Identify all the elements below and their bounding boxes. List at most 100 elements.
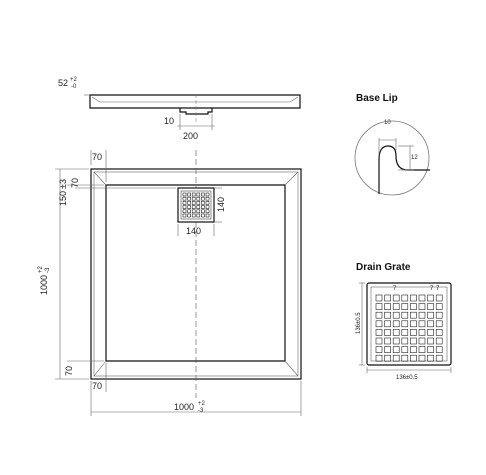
profile-drain-width: 200 — [183, 131, 198, 141]
grate-slot — [384, 294, 391, 302]
plan-grate-hole — [187, 213, 191, 218]
profile-thickness-value: 52 — [58, 78, 68, 88]
plan-grate-hole — [187, 205, 191, 209]
plan-grate-hole — [205, 192, 210, 197]
plan-grate-hole — [187, 201, 191, 205]
grate-slot — [401, 294, 409, 302]
plan-grate-hole — [196, 192, 201, 197]
plan-drain-inner-top: 70 — [70, 178, 80, 188]
plan-grate-hole — [191, 201, 196, 205]
grate-slot-grid — [375, 294, 443, 362]
grate-slot — [427, 354, 434, 362]
plan-height-tol-top: +2 — [38, 265, 44, 273]
profile-thickness-tol-bottom: -0 — [71, 84, 77, 90]
grate-slot — [375, 337, 383, 345]
tray-profile-outline — [89, 94, 301, 109]
plan-grate-hole — [205, 209, 210, 214]
grate-slot — [375, 329, 383, 336]
plan-border-bottom: 70 — [92, 381, 102, 391]
grate-width-label: 136±0.5 — [396, 375, 418, 381]
base-lip-title: Base Lip — [356, 93, 398, 104]
grate-slot — [375, 346, 383, 353]
plan-drain-inner — [180, 190, 212, 220]
grate-slot — [418, 346, 426, 353]
plan-grate-hole — [191, 192, 196, 197]
grate-slot — [392, 303, 400, 310]
grate-slot — [410, 329, 417, 336]
plan-drain-size-horizontal: 140 — [186, 226, 201, 236]
plan-grate-hole — [187, 209, 191, 214]
plan-grate-hole — [196, 213, 201, 218]
grate-slot — [384, 303, 391, 310]
grate-slot — [435, 294, 443, 302]
grate-slot — [384, 337, 391, 345]
base-lip-detail-circle — [354, 120, 430, 196]
grate-slot — [375, 294, 383, 302]
grate-slot — [392, 294, 400, 302]
grate-slot — [401, 311, 409, 319]
grate-slot — [410, 346, 417, 353]
drain-grate-detail: Drain Grate 7 7 7 136±0.5 136±0.5 — [356, 262, 452, 381]
base-lip-dim-top: 10 — [384, 120, 391, 126]
base-lip-profile — [378, 145, 430, 194]
grate-slot — [401, 320, 409, 328]
plan-height-value: 1000 — [39, 275, 49, 295]
grate-slot — [418, 320, 426, 328]
plan-border-top: 70 — [92, 152, 102, 162]
grate-slot — [427, 303, 434, 310]
grate-slot — [401, 329, 409, 336]
plan-grate-hole — [182, 201, 187, 205]
plan-height-tol-bottom: -3 — [45, 267, 51, 273]
plan-width-tol-bottom: -3 — [198, 408, 204, 414]
plan-drain-offset-value: 150 — [58, 191, 68, 206]
plan-grate-hole — [182, 196, 187, 201]
grate-slot — [392, 320, 400, 328]
plan-grate-hole — [205, 201, 210, 205]
plan-drain-offset-tol: ±3 — [58, 179, 68, 189]
plan-grate-hole — [196, 201, 201, 205]
grate-slot — [410, 303, 417, 310]
profile-thickness-tol-top: +2 — [70, 77, 78, 83]
grate-slot — [375, 311, 383, 319]
grate-slot — [435, 320, 443, 328]
plan-drain-size-vertical: 140 — [216, 197, 226, 212]
grate-slot — [427, 329, 434, 336]
drain-grate-title: Drain Grate — [356, 262, 411, 273]
grate-slot — [384, 311, 391, 319]
plan-drain-grate-holes — [182, 192, 210, 218]
grate-slot — [427, 294, 434, 302]
grate-slot — [401, 354, 409, 362]
tray-profile-inner — [91, 96, 299, 103]
plan-grate-hole — [205, 213, 210, 218]
grate-slot — [435, 354, 443, 362]
grate-slot — [427, 311, 434, 319]
grate-slot — [427, 337, 434, 345]
grate-slot — [435, 303, 443, 310]
plan-width-tol-top: +2 — [198, 401, 206, 407]
plan-view: 70 150 ±3 70 1000 +2 -3 70 140 — [38, 150, 302, 416]
plan-grate-hole — [191, 196, 196, 201]
grate-slot — [418, 311, 426, 319]
plan-grate-hole — [182, 213, 187, 218]
grate-slot — [384, 329, 391, 336]
plan-grate-hole — [201, 209, 205, 214]
grate-slot — [401, 303, 409, 310]
grate-dim-c: 7 — [436, 286, 440, 292]
plan-grate-hole — [205, 196, 210, 201]
plan-grate-hole — [196, 209, 201, 214]
grate-slot — [392, 311, 400, 319]
grate-slot — [427, 346, 434, 353]
grate-slot — [427, 320, 434, 328]
grate-slot — [375, 303, 383, 310]
grate-height-label: 136±0.5 — [356, 312, 362, 334]
base-lip-detail: Base Lip 10 12 — [354, 93, 430, 196]
grate-inner-frame — [370, 286, 448, 362]
base-lip-dim-side: 12 — [411, 155, 418, 161]
plan-grate-hole — [182, 205, 187, 209]
grate-slot — [401, 337, 409, 345]
plan-grate-hole — [201, 196, 205, 201]
grate-slot — [418, 294, 426, 302]
grate-slot — [392, 329, 400, 336]
grate-slot — [384, 346, 391, 353]
